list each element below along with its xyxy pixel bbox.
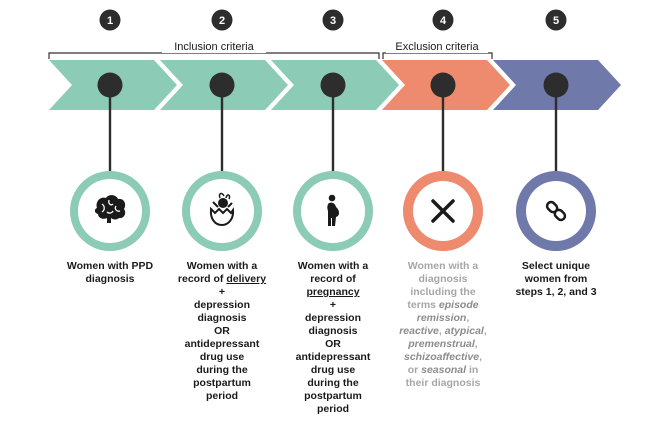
description-line: or seasonal in bbox=[384, 364, 502, 377]
brain-icon bbox=[94, 195, 126, 223]
exclusion-term: reactive bbox=[399, 325, 439, 337]
arrow-dot bbox=[209, 72, 235, 98]
description-line: schizoaffective, bbox=[384, 351, 502, 364]
arrow-dot bbox=[320, 72, 346, 98]
description-line: antidepressant bbox=[295, 351, 371, 363]
step-2-circle bbox=[182, 171, 262, 251]
exclusion-term: episode bbox=[438, 299, 479, 311]
exclusion-criteria-label: Exclusion criteria bbox=[395, 41, 479, 53]
description-line: depression bbox=[304, 312, 362, 324]
description-line: remission, bbox=[384, 312, 502, 325]
description-line: period bbox=[316, 403, 350, 415]
description-text: , bbox=[483, 325, 487, 337]
description-line: record of delivery bbox=[163, 273, 281, 286]
step-number: 4 bbox=[440, 15, 447, 27]
description-text: , bbox=[438, 325, 445, 337]
step-5-circle bbox=[516, 171, 596, 251]
description-text: , bbox=[474, 338, 478, 350]
description-line: OR bbox=[325, 338, 341, 350]
exclusion-term: remission bbox=[416, 312, 467, 324]
pregnancy-term: pregnancy bbox=[306, 286, 360, 298]
description-line: including the bbox=[410, 286, 476, 298]
exclusion-term: premenstrual bbox=[408, 338, 475, 350]
description-text: in bbox=[466, 364, 479, 376]
step-number-badge-1: 1 bbox=[99, 9, 121, 31]
arrow-dot bbox=[543, 72, 569, 98]
delivery-term: delivery bbox=[226, 273, 267, 285]
description-line: diagnosis bbox=[418, 273, 468, 285]
description-line: Women with PPD bbox=[66, 260, 154, 272]
inclusion-bracket: Inclusion criteria bbox=[48, 39, 380, 59]
description-line: Women with a bbox=[297, 260, 369, 272]
step-number: 2 bbox=[219, 15, 225, 27]
description-line: steps 1, 2, and 3 bbox=[515, 286, 597, 298]
exclusion-term: schizoaffective bbox=[403, 351, 480, 363]
description-line: Select unique bbox=[521, 260, 591, 272]
description-line: OR bbox=[214, 325, 230, 337]
step-5-description: Select unique women from steps 1, 2, and… bbox=[497, 260, 615, 299]
description-line: diagnosis bbox=[308, 325, 358, 337]
step-number: 5 bbox=[553, 15, 559, 27]
chain-link-icon bbox=[545, 200, 567, 222]
step-number-badge-2: 2 bbox=[211, 9, 233, 31]
description-line: + bbox=[329, 299, 337, 311]
step-4-circle bbox=[403, 171, 483, 251]
exclusion-term: atypical bbox=[444, 325, 484, 337]
step-number-badge-5: 5 bbox=[545, 9, 567, 31]
description-line: drug use bbox=[199, 351, 245, 363]
step-number: 3 bbox=[330, 15, 336, 27]
description-line: terms episode bbox=[384, 299, 502, 312]
arrow-dots bbox=[97, 72, 569, 98]
description-line: diagnosis bbox=[85, 273, 135, 285]
description-line: record of bbox=[310, 273, 356, 285]
description-line: drug use bbox=[310, 364, 356, 376]
description-line: women from bbox=[524, 273, 588, 285]
step-number-badge-3: 3 bbox=[322, 9, 344, 31]
arrow-dot bbox=[430, 72, 456, 98]
description-line: period bbox=[205, 390, 239, 402]
inclusion-criteria-label: Inclusion criteria bbox=[174, 41, 254, 53]
step-1-circle bbox=[70, 171, 150, 251]
step-1-description: Women with PPD diagnosis bbox=[51, 260, 169, 286]
step-4-description: Women with a diagnosis including the ter… bbox=[384, 260, 502, 390]
description-line: postpartum bbox=[304, 390, 362, 402]
description-line: Women with a bbox=[407, 260, 479, 272]
exclusion-term: seasonal bbox=[421, 364, 467, 376]
description-line: during the bbox=[307, 377, 359, 389]
description-text: , bbox=[479, 351, 482, 363]
baby-hatching-icon bbox=[209, 192, 235, 227]
step-2-description: Women with a record of delivery + depres… bbox=[163, 260, 281, 403]
description-line: depression bbox=[193, 299, 251, 311]
description-text: record of bbox=[177, 273, 227, 285]
step-3-description: Women with a record of pregnancy + depre… bbox=[274, 260, 392, 416]
step-number-badge-4: 4 bbox=[432, 9, 454, 31]
step-number: 1 bbox=[107, 15, 113, 27]
description-line: their diagnosis bbox=[405, 377, 481, 389]
description-line: reactive, atypical, bbox=[384, 325, 502, 338]
exclusion-bracket: Exclusion criteria bbox=[382, 39, 493, 59]
description-line: premenstrual, bbox=[384, 338, 502, 351]
pregnant-woman-icon bbox=[327, 194, 339, 226]
step-3-circle bbox=[293, 171, 373, 251]
description-line: antidepressant bbox=[184, 338, 260, 350]
description-text: , bbox=[466, 312, 470, 324]
description-text: or bbox=[407, 364, 422, 376]
description-line: Women with a bbox=[186, 260, 258, 272]
arrow-dot bbox=[97, 72, 123, 98]
description-line: + bbox=[218, 286, 226, 298]
description-line: postpartum bbox=[193, 377, 251, 389]
connectors bbox=[108, 85, 558, 175]
description-line: diagnosis bbox=[197, 312, 247, 324]
description-line: during the bbox=[196, 364, 248, 376]
x-mark-icon bbox=[431, 199, 455, 223]
description-text: terms bbox=[407, 299, 439, 311]
